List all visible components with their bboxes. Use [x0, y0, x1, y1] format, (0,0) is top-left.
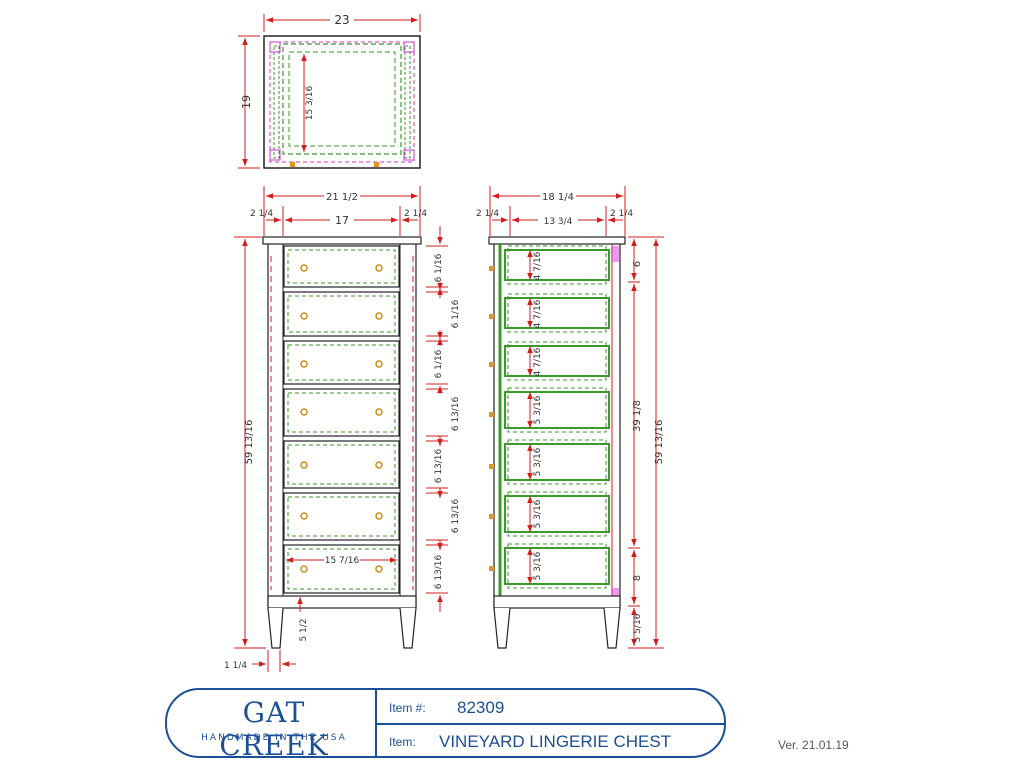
dim-front-width: 21 1/2	[326, 192, 358, 203]
dim-side-opening: 13 3/4	[544, 217, 573, 227]
front-drawer-dims	[426, 226, 448, 612]
dim-box-2: 4 7/16	[533, 299, 543, 328]
dim-leg: 1 1/4	[224, 661, 247, 671]
side-drawer-boxes	[504, 245, 610, 589]
dim-drawer-5: 6 13/16	[434, 448, 444, 483]
title-block: GAT CREEK HANDMADE IN THE USA Item #: 82…	[165, 688, 726, 762]
dim-box-3: 4 7/16	[533, 347, 543, 376]
dim-box-1: 4 7/16	[533, 251, 543, 280]
drawer-4	[283, 388, 400, 437]
dim-side-right: 2 1/4	[610, 209, 633, 219]
dim-drawer-4: 6 13/16	[451, 396, 461, 431]
dim-front-bottom: 5 1/2	[299, 618, 309, 641]
drawer-6	[283, 492, 400, 541]
dim-drawer-3: 6 1/16	[434, 349, 444, 378]
drawer-1	[283, 245, 400, 288]
dim-top-inner: 15 3/16	[305, 85, 315, 120]
item-name-label: Item:	[389, 735, 416, 749]
dim-drawer-1: 6 1/16	[434, 253, 444, 282]
dim-box-5: 5 3/16	[533, 447, 543, 476]
item-number-label: Item #:	[389, 701, 426, 715]
drawer-5	[283, 440, 400, 489]
drawer-2	[283, 291, 400, 337]
side-knobs	[489, 266, 494, 571]
dim-drawer-2: 6 1/16	[451, 299, 461, 328]
dim-side-bottom-gap: 8	[632, 575, 643, 581]
dim-top-width: 23	[334, 13, 349, 27]
top-view: 23 19 15 3/16	[238, 12, 421, 169]
item-number-value: 82309	[457, 698, 505, 717]
brand-logo: GAT CREEK	[219, 696, 329, 762]
front-view: 21 1/2 2 1/4 17 2 1/4	[224, 186, 461, 672]
title-block-row-divider	[377, 723, 726, 725]
dim-side-leg: 5 5/16	[633, 613, 643, 642]
dim-side-mid: 39 1/8	[632, 400, 643, 432]
dim-side-total: 59 13/16	[654, 420, 665, 465]
dim-side-width: 18 1/4	[542, 192, 574, 203]
dim-side-top: 6	[632, 261, 643, 267]
dim-front-right-stile: 2 1/4	[404, 209, 427, 219]
dim-box-7: 5 3/16	[533, 551, 543, 580]
drawer-7	[283, 544, 400, 594]
dim-front-left-stile: 2 1/4	[250, 209, 273, 219]
dim-drawer-width: 15 7/16	[325, 556, 360, 566]
item-name-value: VINEYARD LINGERIE CHEST	[439, 732, 672, 751]
dim-drawer-6: 6 13/16	[451, 498, 461, 533]
dim-drawer-7: 6 13/16	[434, 554, 444, 589]
version-label: Ver. 21.01.19	[778, 738, 849, 752]
dim-front-opening: 17	[335, 214, 349, 227]
title-block-divider	[375, 690, 377, 756]
side-view: 18 1/4 2 1/4 13 3/4 2 1/4	[476, 186, 665, 649]
brand-tagline: HANDMADE IN THE USA	[201, 733, 347, 743]
dim-box-6: 5 3/16	[533, 499, 543, 528]
drawer-3	[283, 340, 400, 385]
dim-side-left: 2 1/4	[476, 209, 499, 219]
dim-top-depth: 19	[240, 95, 253, 109]
dim-front-height: 59 13/16	[244, 420, 255, 465]
dim-box-4: 5 3/16	[533, 395, 543, 424]
